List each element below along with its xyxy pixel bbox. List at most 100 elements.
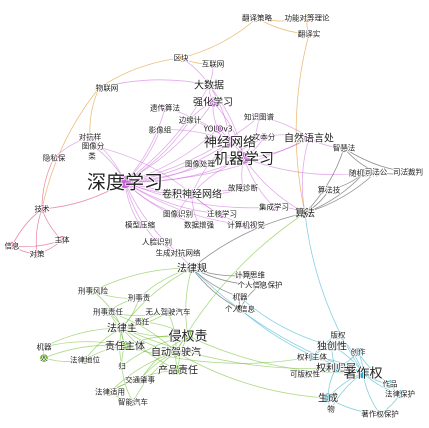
- graph-node[interactable]: [237, 151, 251, 165]
- graph-edge: [243, 137, 310, 159]
- graph-node[interactable]: [207, 96, 219, 108]
- graph-node[interactable]: [254, 112, 264, 122]
- graph-node[interactable]: [238, 183, 248, 193]
- graph-node[interactable]: [119, 340, 131, 352]
- graph-node[interactable]: [128, 397, 138, 407]
- graph-node[interactable]: [80, 355, 90, 365]
- graph-node[interactable]: [173, 209, 183, 219]
- node-label: 机器: [37, 342, 52, 352]
- node-label: 物: [327, 404, 335, 414]
- graph-node[interactable]: [255, 280, 265, 290]
- graph-node[interactable]: [85, 132, 95, 142]
- graph-node[interactable]: [385, 379, 395, 389]
- node-label: YOLOv3: [202, 125, 232, 134]
- graph-node[interactable]: [357, 367, 369, 379]
- node-label: 迁移学习: [207, 209, 237, 219]
- graph-node[interactable]: [213, 124, 223, 134]
- graph-node[interactable]: [49, 153, 59, 163]
- graph-node[interactable]: [304, 29, 314, 39]
- graph-node[interactable]: [195, 159, 205, 169]
- graph-node[interactable]: [269, 202, 279, 212]
- graph-node[interactable]: [330, 362, 342, 374]
- graph-node[interactable]: [371, 167, 381, 177]
- graph-node[interactable]: [88, 141, 98, 151]
- graph-node[interactable]: [185, 115, 195, 125]
- graph-node[interactable]: [235, 304, 245, 314]
- graph-node[interactable]: [303, 132, 315, 144]
- graph-node[interactable]: [88, 286, 98, 296]
- graph-node[interactable]: [302, 13, 312, 23]
- graph-node[interactable]: [57, 235, 67, 245]
- graph-node[interactable]: [322, 392, 334, 404]
- graph-node[interactable]: [182, 330, 194, 342]
- graph-edge: [124, 345, 313, 364]
- graph-node[interactable]: [135, 375, 145, 385]
- graph-node[interactable]: [245, 270, 255, 280]
- graph-node[interactable]: [300, 369, 310, 379]
- graph-node[interactable]: [94, 83, 104, 93]
- node-label: 归: [118, 361, 126, 371]
- node-label: 翻译策略: [242, 13, 272, 23]
- graph-node[interactable]: [217, 209, 227, 219]
- graph-node[interactable]: [155, 125, 165, 135]
- graph-node[interactable]: [339, 143, 349, 153]
- node-label: 可版权性: [290, 369, 320, 379]
- graph-node[interactable]: [194, 220, 204, 230]
- graph-node[interactable]: [235, 292, 245, 302]
- graph-node[interactable]: [403, 167, 413, 177]
- node-label: 功能对等理论: [285, 13, 330, 23]
- graph-node[interactable]: [137, 317, 147, 327]
- graph-node[interactable]: [32, 249, 42, 259]
- graph-node[interactable]: [353, 347, 363, 357]
- graph-node[interactable]: [103, 307, 113, 317]
- graph-node[interactable]: [37, 204, 47, 214]
- graph-node[interactable]: [324, 185, 334, 195]
- graph-node[interactable]: [176, 53, 186, 63]
- graph-node[interactable]: [395, 389, 405, 399]
- graph-node[interactable]: [170, 346, 182, 358]
- graph-edge: [92, 267, 193, 292]
- graph-node[interactable]: [173, 248, 183, 258]
- graph-node[interactable]: [186, 188, 198, 200]
- graph-node[interactable]: [118, 175, 132, 189]
- graph-edge: [124, 136, 265, 183]
- graph-node[interactable]: [172, 364, 184, 376]
- graph-node[interactable]: [160, 103, 170, 113]
- graph-node[interactable]: [224, 136, 236, 148]
- graph-node[interactable]: [333, 330, 343, 340]
- graph-edge: [124, 181, 247, 226]
- graph-node[interactable]: [252, 13, 262, 23]
- graph-node[interactable]: [307, 352, 317, 362]
- graph-node[interactable]: [87, 151, 97, 161]
- graph-node[interactable]: [134, 293, 144, 303]
- graph-node[interactable]: [105, 387, 115, 397]
- graph-node[interactable]: [241, 220, 251, 230]
- graph-node[interactable]: [203, 79, 215, 91]
- graph-node[interactable]: [359, 168, 369, 178]
- graph-node[interactable]: [375, 409, 385, 419]
- graph-edge: [89, 87, 100, 138]
- graph-node[interactable]: [208, 59, 218, 69]
- graph-node[interactable]: [39, 353, 49, 363]
- graph-edge: [124, 181, 244, 193]
- graph-node[interactable]: [152, 237, 162, 247]
- node-label: 司法公: [365, 167, 388, 177]
- node-label: 物联网: [96, 83, 119, 93]
- graph-node[interactable]: [259, 132, 269, 142]
- graph-node[interactable]: [326, 340, 338, 352]
- graph-node[interactable]: [326, 404, 336, 414]
- graph-node[interactable]: [39, 342, 49, 352]
- node-label: 机器: [233, 292, 248, 302]
- graph-node[interactable]: [163, 307, 173, 317]
- graph-node[interactable]: [186, 262, 198, 274]
- node-label: 智能汽车: [118, 397, 148, 407]
- node-label: 刑事风险: [78, 286, 108, 296]
- node-label: 故障诊断: [228, 183, 258, 193]
- graph-node[interactable]: [7, 241, 17, 251]
- graph-edge: [208, 84, 245, 159]
- graph-node[interactable]: [135, 220, 145, 230]
- graph-node[interactable]: [117, 361, 127, 371]
- graph-node[interactable]: [116, 322, 128, 334]
- graph-node[interactable]: [299, 207, 311, 219]
- node-label: 边缘计: [179, 115, 202, 125]
